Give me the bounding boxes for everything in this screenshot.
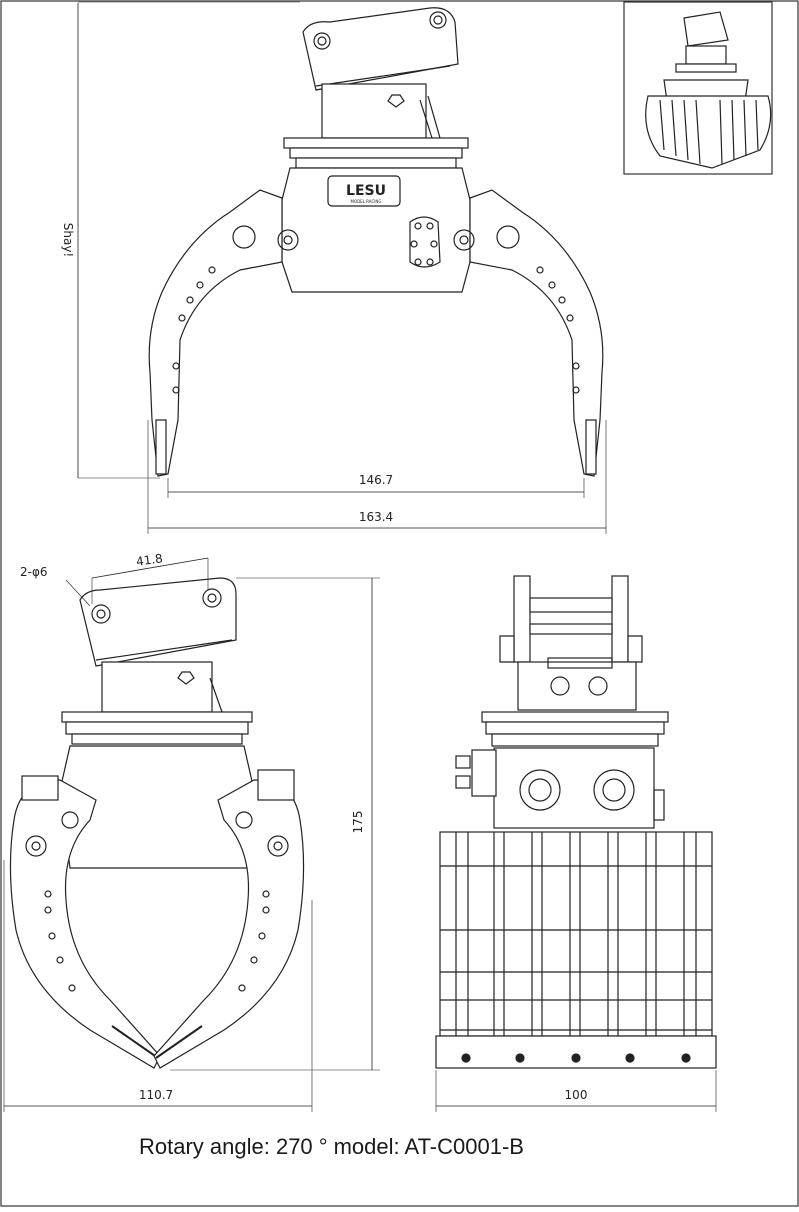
- isometric-thumbnail: [623, 1, 773, 175]
- front-height-dimension: Shay!: [61, 223, 75, 258]
- brand-subtext: MODEL RACING: [350, 199, 381, 204]
- hole-spacing-dimension: 41.8: [135, 551, 163, 569]
- rotary-angle-label: Rotary angle: 270 °: [139, 1134, 328, 1159]
- front-view: LESU MODEL RACING: [77, 1, 607, 534]
- lesu-badge-icon: [387, 94, 405, 108]
- total-height-dimension: 175: [351, 811, 365, 834]
- side-badge-icon: [177, 671, 195, 685]
- rear-view: [435, 575, 717, 1112]
- rear-width-dimension: 100: [565, 1088, 588, 1102]
- model-label: model: AT-C0001-B: [333, 1134, 524, 1159]
- hole-callout: 2-φ6: [20, 565, 48, 579]
- brand-logo-text: LESU: [346, 183, 386, 199]
- side-width-dimension: 110.7: [139, 1088, 173, 1102]
- side-view: [3, 557, 380, 1112]
- outer-width-dimension: 163.4: [359, 510, 393, 524]
- inner-width-dimension: 146.7: [359, 473, 393, 487]
- drawing-caption: Rotary angle: 270 °model: AT-C0001-B: [139, 1134, 530, 1160]
